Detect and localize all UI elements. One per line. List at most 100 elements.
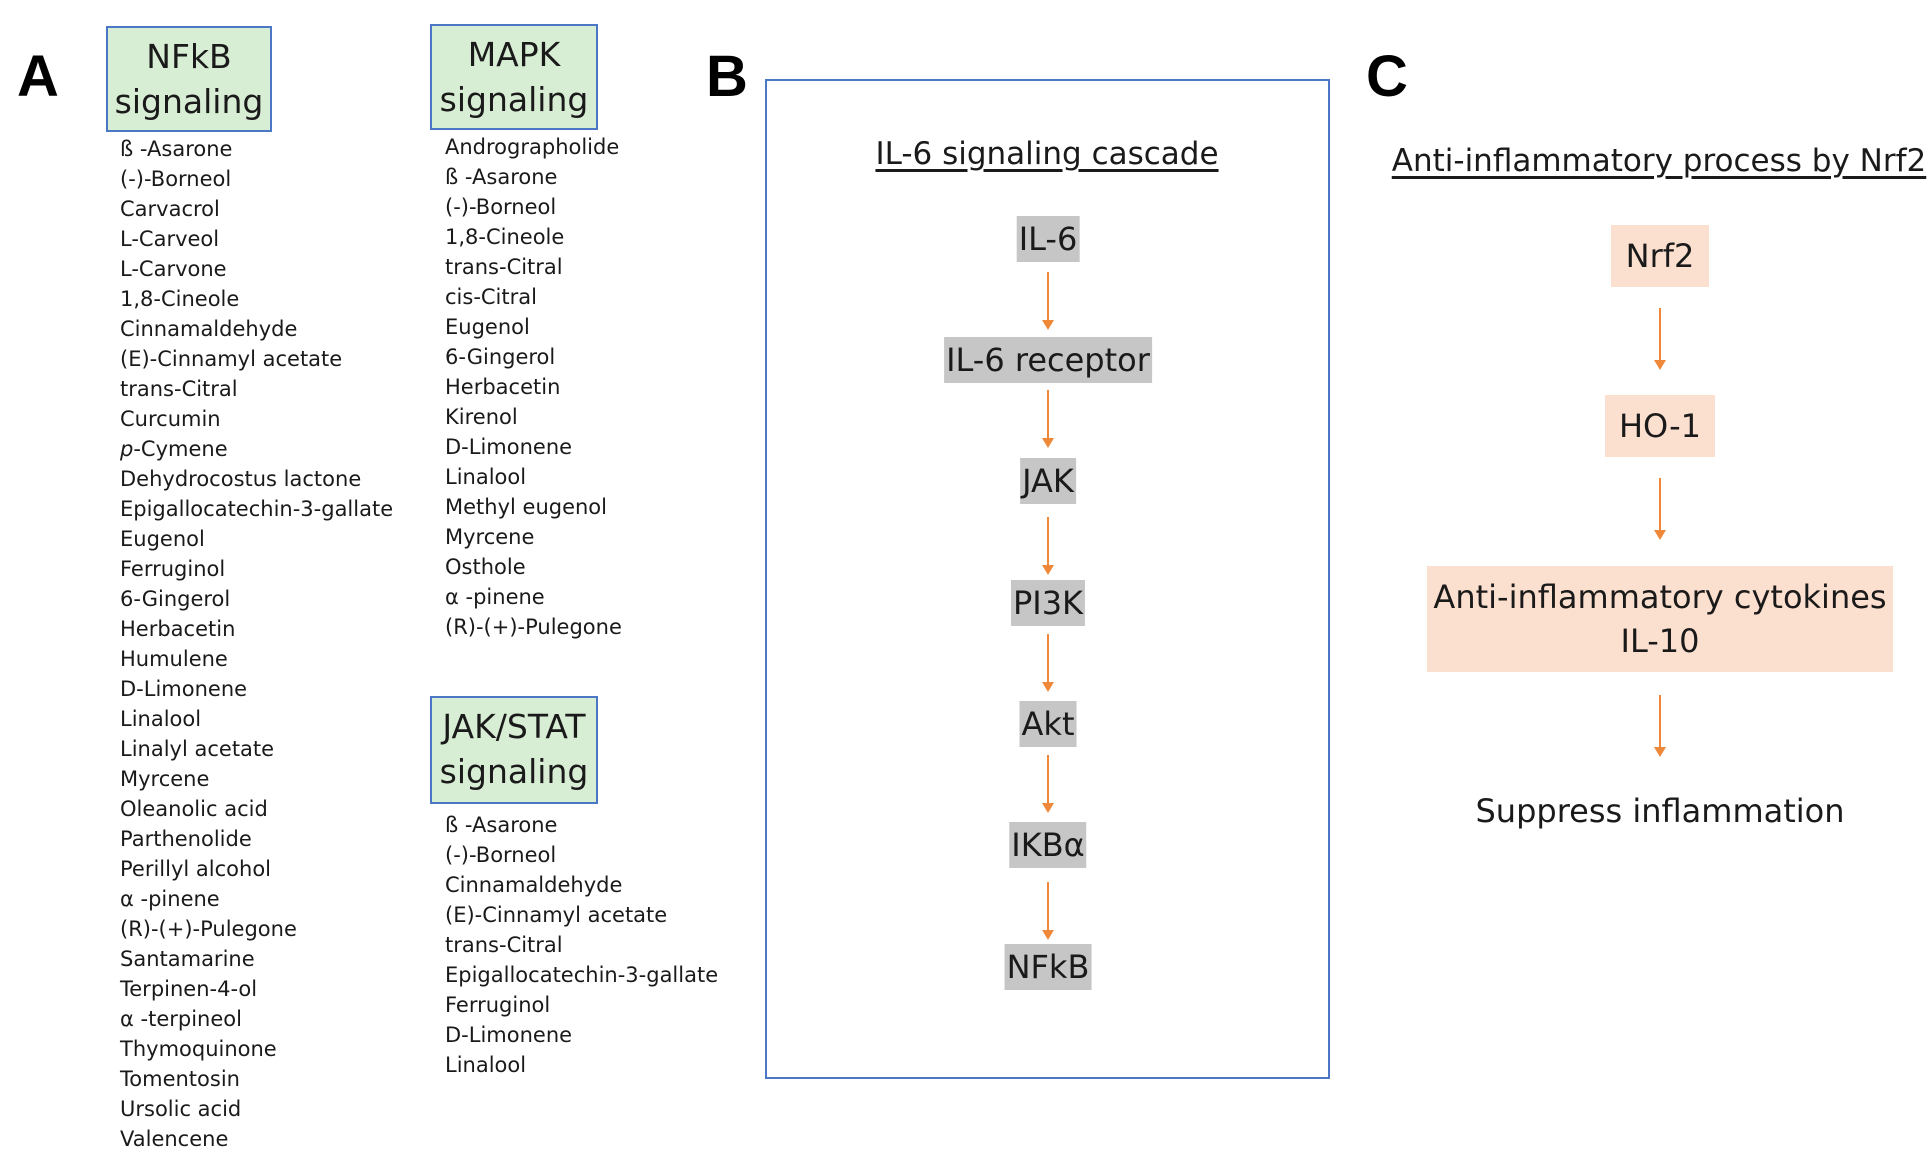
compound-item: Ferruginol [120,557,226,581]
panel-a-label: A [17,44,59,109]
node-jak: JAK [1020,458,1076,504]
arrow-ho1-to-cytokines [1654,478,1666,540]
node-ho1: HO-1 [1605,395,1715,457]
compound-item: trans-Citral [445,933,563,957]
compound-item: (R)-(+)-Pulegone [445,615,622,639]
compound-item: (-)-Borneol [120,167,232,191]
compound-item: trans-Citral [445,255,563,279]
arrow-receptor-to-jak [1042,390,1054,448]
compound-item: Linalyl acetate [120,737,275,761]
arrow-akt-to-ikba [1042,755,1054,813]
compound-item: (R)-(+)-Pulegone [120,917,297,941]
node-il6: IL-6 [1016,216,1080,262]
compound-item: α -pinene [120,887,220,911]
compound-item: Andrographolide [445,135,620,159]
il6-cascade-frame [765,79,1330,1079]
compound-item: Santamarine [120,947,255,971]
compound-item: L-Carvone [120,257,227,281]
compound-item: Perillyl alcohol [120,857,271,881]
compound-item: α -terpineol [120,1007,242,1031]
compound-item: trans-Citral [120,377,238,401]
node-suppress-inflammation: Suppress inflammation [1475,792,1845,830]
node-il6-receptor: IL-6 receptor [944,337,1152,383]
node-nrf2: Nrf2 [1611,225,1709,287]
compound-item: ß -Asarone [445,813,558,837]
arrow-cytokines-to-suppress [1654,695,1666,757]
compound-item: Eugenol [445,315,530,339]
arrow-jak-to-pi3k [1042,517,1054,575]
arrow-ikba-to-nfkb [1042,882,1054,940]
compound-item: Eugenol [120,527,205,551]
compound-item: Methyl eugenol [445,495,607,519]
compound-item: Linalool [120,707,202,731]
compound-item: Humulene [120,647,228,671]
mapk-signaling-header: MAPK signaling [430,24,598,130]
arrow-pi3k-to-akt [1042,634,1054,692]
compound-item: Linalool [445,1053,527,1077]
compound-item: (-)-Borneol [445,843,557,867]
compound-item: 1,8-Cineole [120,287,240,311]
arrow-il6-to-receptor [1042,272,1054,330]
compound-item: Parthenolide [120,827,252,851]
compound-item: 6-Gingerol [445,345,556,369]
il6-cascade-title: IL-6 signaling cascade [875,136,1219,172]
compound-item: 1,8-Cineole [445,225,565,249]
cytokines-label: Anti-inflammatory cytokines [1433,578,1887,616]
compound-item: D-Limonene [120,677,248,701]
compound-item: 6-Gingerol [120,587,231,611]
compound-item: Epigallocatechin-3-gallate [120,497,394,521]
mapk-header-line-2: signaling [439,80,589,119]
arrow-nrf2-to-ho1 [1654,308,1666,370]
compound-item: Ferruginol [445,993,551,1017]
node-ikba: IKBα [1009,822,1087,868]
compound-item: ß -Asarone [445,165,558,189]
compound-item: (E)-Cinnamyl acetate [120,347,343,371]
compound-item: (-)-Borneol [445,195,557,219]
nfkb-header-line-2: signaling [114,82,264,121]
compound-item: Myrcene [120,767,210,791]
compound-item: p-Cymene [120,437,228,461]
node-anti-inflammatory-cytokines: Anti-inflammatory cytokines IL-10 [1427,566,1893,672]
compound-item: Tomentosin [120,1067,240,1091]
compound-item: Kirenol [445,405,518,429]
compound-item: Myrcene [445,525,535,549]
compound-item: Terpinen-4-ol [120,977,258,1001]
panel-b-label: B [706,44,748,109]
mapk-header-line-1: MAPK [467,35,561,74]
nfkb-header-line-1: NFkB [146,37,232,76]
node-akt: Akt [1019,701,1077,747]
compound-item: Curcumin [120,407,221,431]
mapk-compound-list: Andrographolide ß -Asarone (-)-Borneol 1,8-… [445,132,622,642]
compound-item: Valencene [120,1127,229,1151]
compound-item: Osthole [445,555,526,579]
compound-item: Cinnamaldehyde [445,873,623,897]
compound-item: Dehydrocostus lactone [120,467,362,491]
nrf2-process-title: Anti-inflammatory process by Nrf2 [1391,143,1927,179]
compound-item: Herbacetin [120,617,236,641]
compound-item: ß -Asarone [120,137,233,161]
compound-item: Carvacrol [120,197,220,221]
jakstat-header-line-2: signaling [439,752,589,791]
compound-item: Linalool [445,465,527,489]
compound-item: Thymoquinone [120,1037,277,1061]
panel-c-label: C [1366,44,1408,109]
compound-item: cis-Citral [445,285,537,309]
compound-item: L-Carveol [120,227,220,251]
compound-item: Ursolic acid [120,1097,242,1121]
compound-item: D-Limonene [445,435,573,459]
compound-item: D-Limonene [445,1023,573,1047]
compound-item: (E)-Cinnamyl acetate [445,903,668,927]
jakstat-signaling-header: JAK/STAT signaling [430,696,598,804]
compound-item: Epigallocatechin-3-gallate [445,963,719,987]
compound-item: Cinnamaldehyde [120,317,298,341]
jakstat-header-line-1: JAK/STAT [442,707,586,746]
node-pi3k: PI3K [1010,580,1086,626]
node-nfkb: NFkB [1004,944,1092,990]
compound-item: Oleanolic acid [120,797,268,821]
il10-label: IL-10 [1620,622,1700,660]
nfkb-signaling-header: NFkB signaling [106,26,272,132]
compound-item: α -pinene [445,585,545,609]
compound-item: Herbacetin [445,375,561,399]
